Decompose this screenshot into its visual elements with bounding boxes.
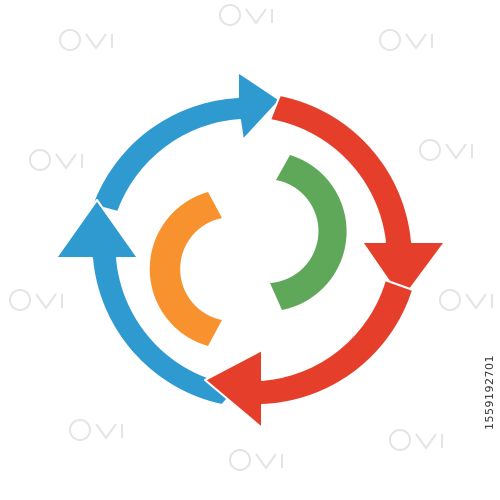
watermark-mark: [69, 419, 91, 441]
watermark-mark: [255, 453, 283, 470]
blue-arrow-lower-segment: [55, 199, 241, 406]
watermark-mark: [389, 429, 411, 451]
red-arrow-right-segment: [269, 94, 446, 301]
watermark-mark: [9, 289, 31, 311]
watermark-mark: [219, 4, 241, 26]
watermark-pattern: [9, 4, 493, 471]
watermark-mark: [445, 143, 473, 160]
watermark-mark: [85, 33, 113, 50]
blue-arrow-upper-segment: [91, 71, 281, 213]
watermark-image-id: 1559192701: [483, 355, 496, 430]
watermark-mark: [95, 423, 123, 440]
watermark-mark: [379, 29, 401, 51]
watermark-mark: [59, 29, 81, 51]
red-arrow-bottom-segment: [204, 279, 414, 429]
watermark-mark: [419, 139, 441, 161]
watermark-mark: [229, 449, 251, 471]
watermark-mark: [405, 33, 433, 50]
green-inner-arc: [270, 155, 347, 310]
watermark-mark: [415, 433, 443, 450]
red-cycle-arrow: [204, 94, 446, 429]
watermark-mark: [35, 293, 63, 310]
orange-inner-arc: [149, 192, 222, 346]
watermark-mark: [439, 289, 461, 311]
watermark-mark: [55, 153, 83, 170]
watermark-mark: [245, 8, 273, 25]
watermark-mark: [29, 149, 51, 171]
watermark-mark: [465, 293, 493, 310]
